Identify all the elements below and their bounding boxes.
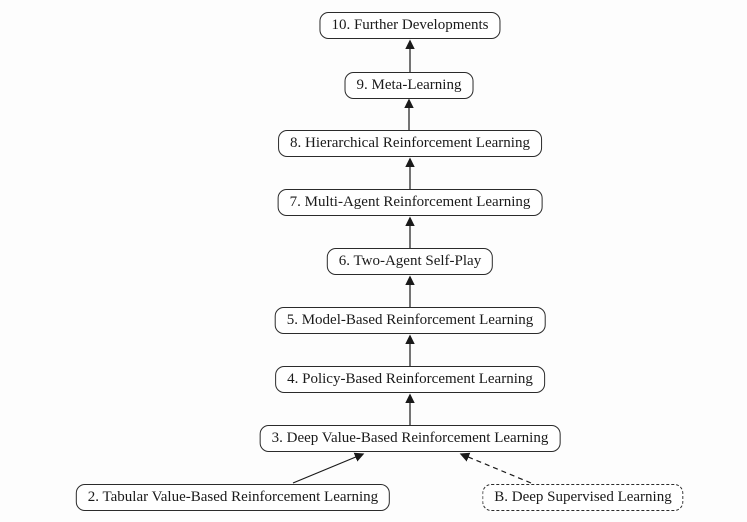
node-deep-value-based-rl: 3. Deep Value-Based Reinforcement Learni… xyxy=(259,425,561,452)
edge-B-to-3 xyxy=(459,452,532,484)
node-further-developments: 10. Further Developments xyxy=(319,12,501,39)
node-model-based-rl: 5. Model-Based Reinforcement Learning xyxy=(274,307,546,334)
node-multi-agent-rl: 7. Multi-Agent Reinforcement Learning xyxy=(277,189,543,216)
node-meta-learning: 9. Meta-Learning xyxy=(344,72,474,99)
node-hierarchical-rl: 8. Hierarchical Reinforcement Learning xyxy=(278,130,542,157)
node-tabular-value-based-rl: 2. Tabular Value-Based Reinforcement Lea… xyxy=(75,484,391,511)
node-policy-based-rl: 4. Policy-Based Reinforcement Learning xyxy=(275,366,545,393)
edge-2-to-3 xyxy=(292,452,365,484)
node-deep-supervised-learning: B. Deep Supervised Learning xyxy=(482,484,684,511)
node-two-agent-self-play: 6. Two-Agent Self-Play xyxy=(326,248,494,275)
